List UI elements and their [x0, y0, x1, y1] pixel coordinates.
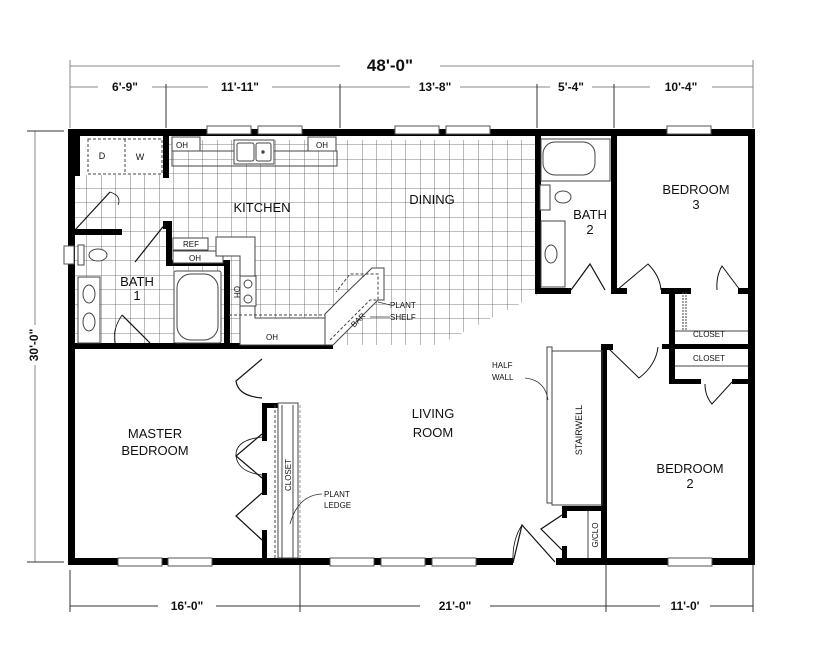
plant-ledge-label: PLANT [324, 490, 350, 499]
ref-label: REF [183, 240, 199, 249]
oh-label-1: OH [176, 141, 188, 150]
oh-label-3: OH [189, 254, 201, 263]
dim-top-1: 6'-9" [112, 80, 138, 94]
gclo-label: G/CLO [591, 523, 600, 548]
plant-shelf-label: PLANT [390, 301, 416, 310]
bedroom2-number: 2 [686, 476, 693, 491]
plant-shelf-label-2: SHELF [390, 313, 416, 322]
bath2-number: 2 [586, 222, 593, 237]
overall-depth-label: 30'-0" [27, 329, 41, 362]
master-bedroom-label: MASTER [128, 426, 182, 441]
oh-label-2: OH [316, 141, 328, 150]
plant-ledge-label-2: LEDGE [324, 501, 351, 510]
dim-bottom-3: 11'-0' [670, 599, 699, 613]
dim-top-3: 13'-8" [419, 80, 452, 94]
bedroom3-number: 3 [692, 197, 699, 212]
oh-label-4: OH [232, 286, 241, 298]
closet-label-master: CLOSET [284, 459, 293, 491]
kitchen-label: KITCHEN [233, 200, 290, 215]
dim-top-5: 10'-4" [665, 80, 698, 94]
half-wall-label: HALF [492, 361, 513, 370]
overall-width-label: 48'-0" [367, 56, 413, 75]
dimension-lines [27, 60, 754, 612]
interior-walls [74, 136, 750, 564]
washer-label: W [136, 152, 145, 162]
oh-label-5: OH [266, 333, 278, 342]
half-wall-label-2: WALL [492, 373, 514, 382]
dim-bottom-1: 16'-0" [171, 599, 204, 613]
bedroom2-label: BEDROOM [656, 461, 723, 476]
bath2-label: BATH [573, 207, 607, 222]
living-room-label-2: ROOM [413, 425, 453, 440]
leader-lines [289, 301, 549, 525]
windows [63, 125, 713, 567]
dining-label: DINING [409, 192, 455, 207]
dim-top-4: 5'-4" [558, 80, 584, 94]
living-room-label: LIVING [412, 406, 455, 421]
dim-top-2: 11'-11" [221, 80, 259, 94]
fixtures [77, 136, 748, 559]
dim-bottom-2: 21'-0" [439, 599, 472, 613]
closet-label-bed2: CLOSET [693, 354, 725, 363]
bath1-number: 1 [133, 288, 140, 303]
master-bedroom-label-2: BEDROOM [121, 443, 188, 458]
closet-label-bed3: CLOSET [693, 330, 725, 339]
stairwell-label: STAIRWELL [574, 405, 584, 455]
dryer-label: D [99, 151, 106, 161]
doors [74, 191, 741, 564]
bedroom3-label: BEDROOM [662, 182, 729, 197]
bath1-label: BATH [120, 274, 154, 289]
